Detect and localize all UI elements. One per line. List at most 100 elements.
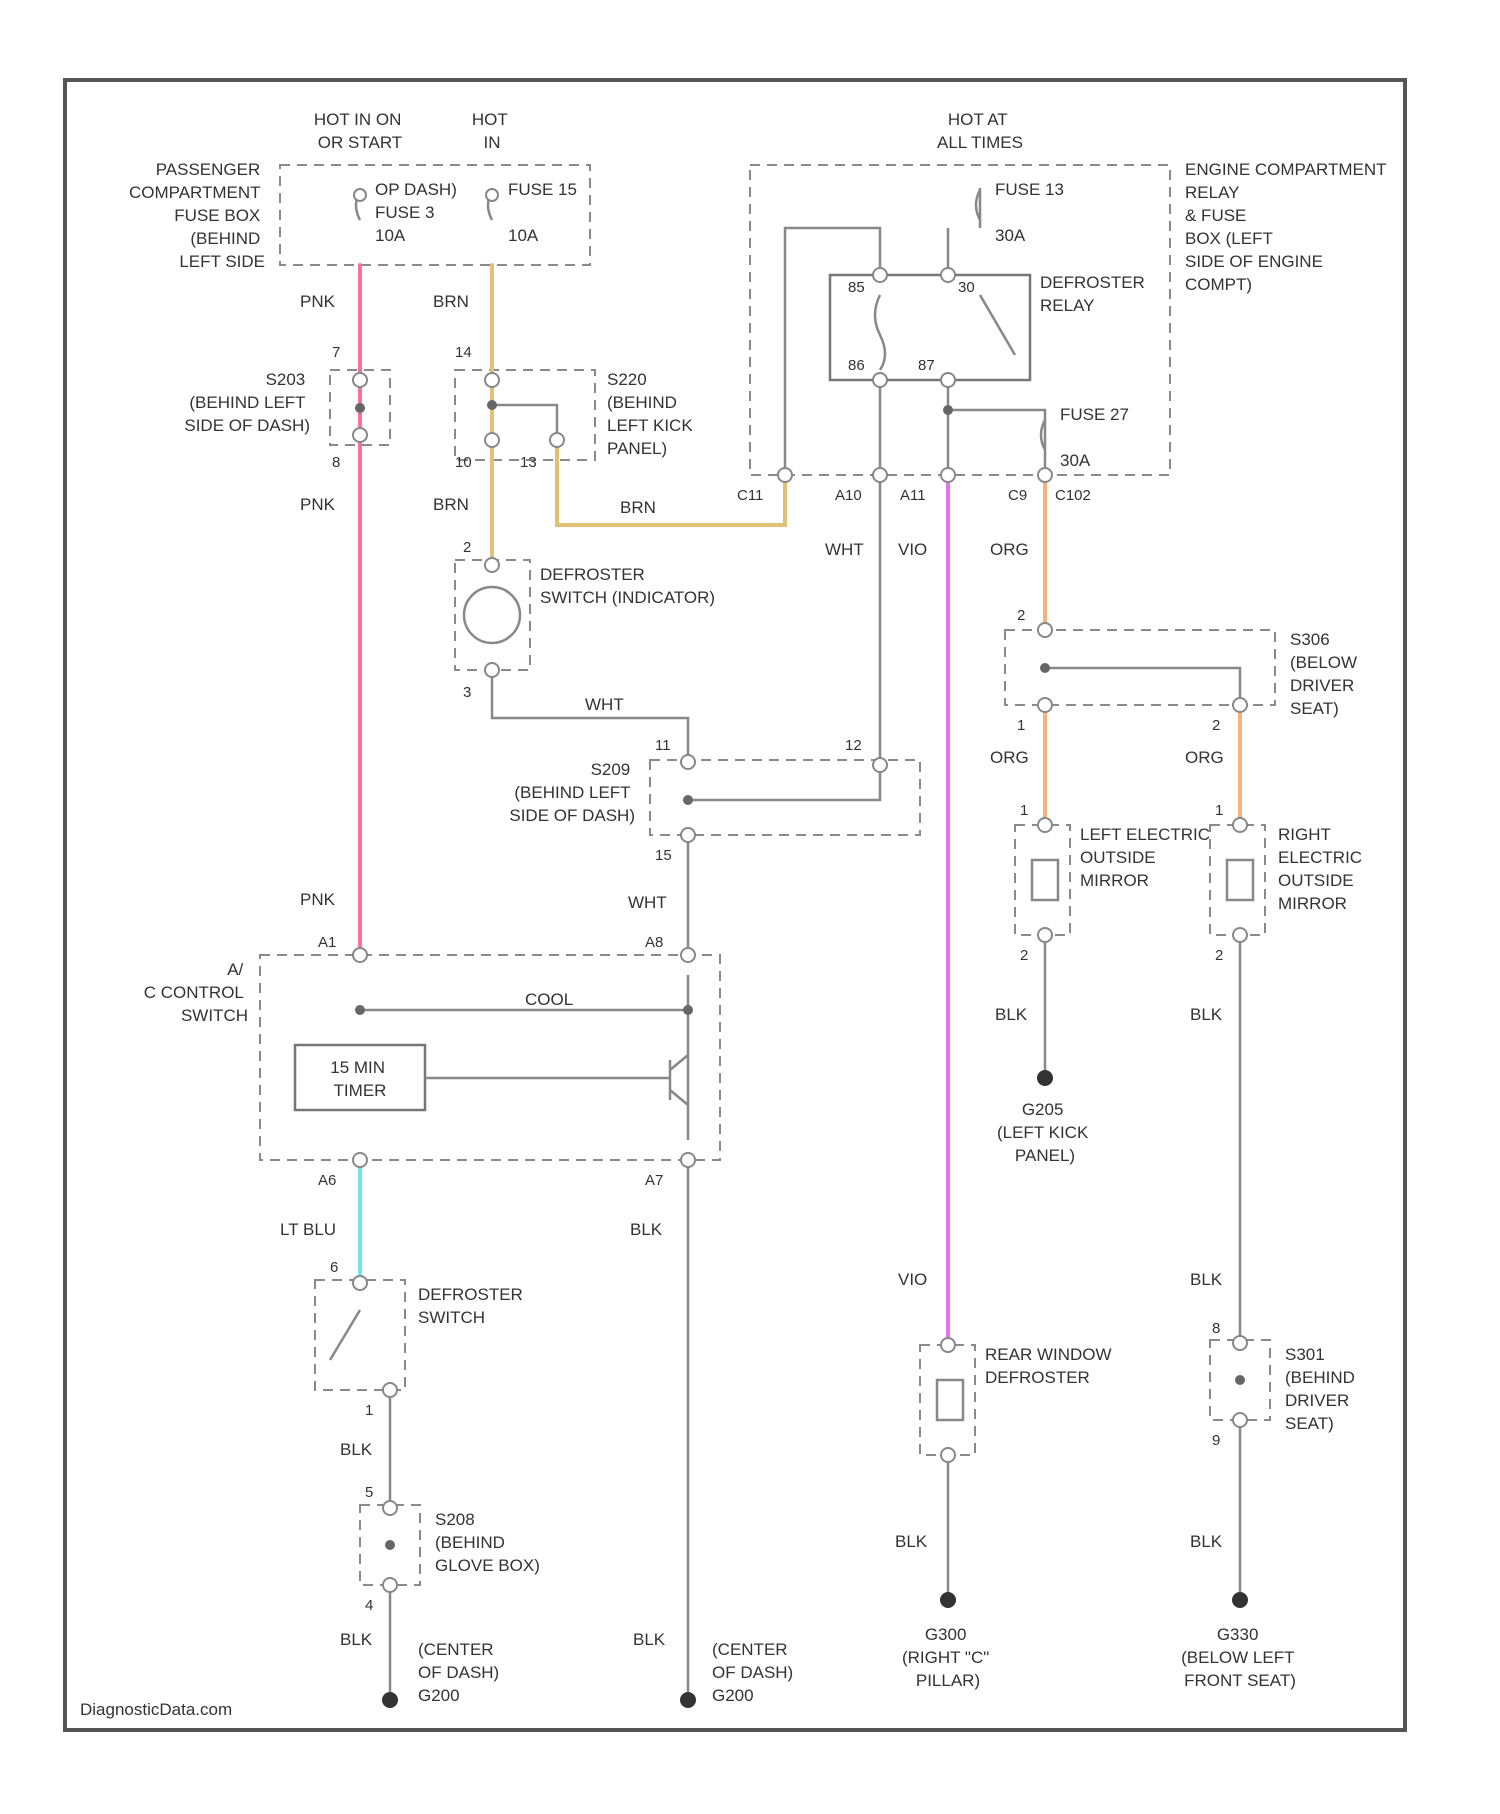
pin-1-defroster-switch: 1 bbox=[365, 1402, 373, 1419]
timer-transistor bbox=[670, 1055, 688, 1105]
wire-label-blk-5: BLK bbox=[340, 1440, 373, 1459]
engine-fuse-box bbox=[750, 165, 1170, 475]
ground-g330 bbox=[1232, 1592, 1248, 1608]
pin-2-right-mirror: 2 bbox=[1215, 947, 1223, 964]
right-mirror-element bbox=[1227, 860, 1253, 900]
hot-all-times-label: HOT AT ALL TIMES bbox=[937, 110, 1023, 152]
s306-label: S306 (BELOW DRIVER SEAT) bbox=[1290, 630, 1362, 718]
pin-13: 13 bbox=[520, 454, 537, 471]
pin-c11: C11 bbox=[737, 487, 763, 504]
pin-14: 14 bbox=[455, 344, 472, 361]
left-mirror-label: LEFT ELECTRIC OUTSIDE MIRROR bbox=[1080, 825, 1215, 890]
s306-internal bbox=[1045, 668, 1240, 705]
pin-1-s306: 1 bbox=[1017, 717, 1025, 734]
wire-label-blk-4: BLK bbox=[1190, 1270, 1223, 1289]
rear-defroster-box bbox=[920, 1345, 975, 1455]
pin-2-indicator: 2 bbox=[463, 539, 471, 556]
pin-12: 12 bbox=[845, 737, 862, 754]
wire-label-vio-2: VIO bbox=[898, 1270, 927, 1289]
engine-compartment-label: ENGINE COMPARTMENT RELAY & FUSE BOX (LEF… bbox=[1185, 160, 1391, 294]
pin-6: 6 bbox=[330, 1259, 338, 1276]
wire-label-org-1: ORG bbox=[990, 540, 1029, 559]
rear-defroster-label: REAR WINDOW DEFROSTER bbox=[985, 1345, 1116, 1387]
timer-box bbox=[295, 1045, 425, 1110]
indicator-lamp bbox=[464, 587, 520, 643]
hot-run-start-label: HOT IN ON OR START bbox=[314, 110, 406, 152]
diagram-frame bbox=[65, 80, 1405, 1730]
wire-label-blk-9: BLK bbox=[633, 1630, 666, 1649]
left-mirror-box bbox=[1015, 825, 1070, 935]
ac-switch-internal bbox=[360, 975, 688, 1140]
wire-label-wht-3: WHT bbox=[628, 893, 667, 912]
splice-dots bbox=[355, 400, 1245, 1550]
pin-a7: A7 bbox=[645, 1172, 663, 1189]
pin-5: 5 bbox=[365, 1484, 373, 1501]
wire-label-wht-1: WHT bbox=[825, 540, 864, 559]
watermark: DiagnosticData.com bbox=[80, 1700, 232, 1719]
pin-a6: A6 bbox=[318, 1172, 336, 1189]
hot-in-label: HOT IN bbox=[472, 110, 512, 152]
s301-label: S301 (BEHIND DRIVER SEAT) bbox=[1285, 1345, 1360, 1433]
left-mirror-element bbox=[1032, 860, 1058, 900]
pin-a11: A11 bbox=[900, 487, 926, 504]
ground-g300 bbox=[940, 1592, 956, 1608]
wire-label-blk-8: BLK bbox=[340, 1630, 373, 1649]
rear-defroster-element bbox=[937, 1380, 963, 1420]
wire-label-wht-2: WHT bbox=[585, 695, 624, 714]
defroster-relay-label: DEFROSTER RELAY bbox=[1040, 273, 1150, 315]
g-center-2-label: (CENTER OF DASH) G200 bbox=[712, 1640, 798, 1705]
wire-wht bbox=[492, 475, 880, 955]
right-mirror-box bbox=[1210, 825, 1265, 935]
fuse-27-label: FUSE 27 30A bbox=[1060, 405, 1134, 470]
pin-a10: A10 bbox=[835, 487, 862, 504]
g330-label: G330 (BELOW LEFT FRONT SEAT) bbox=[1181, 1625, 1299, 1690]
ground-center-2 bbox=[680, 1692, 696, 1708]
connector-points bbox=[353, 189, 1247, 1592]
ground-center-1 bbox=[382, 1692, 398, 1708]
pin-87: 87 bbox=[918, 357, 935, 374]
s209-internal bbox=[688, 765, 880, 800]
pin-15: 15 bbox=[655, 847, 672, 864]
defroster-switch-indicator-label: DEFROSTER SWITCH (INDICATOR) bbox=[540, 565, 715, 607]
relay-coil bbox=[875, 295, 885, 370]
pin-7: 7 bbox=[332, 344, 340, 361]
pin-86: 86 bbox=[848, 357, 865, 374]
wire-label-pnk-1: PNK bbox=[300, 292, 336, 311]
wire-label-brn-2: BRN bbox=[433, 495, 469, 514]
pin-4: 4 bbox=[365, 1597, 373, 1614]
wire-label-brn-1: BRN bbox=[433, 292, 469, 311]
pin-2-left-mirror: 2 bbox=[1020, 947, 1028, 964]
pin-c102: C102 bbox=[1055, 487, 1091, 504]
s208-label: S208 (BEHIND GLOVE BOX) bbox=[435, 1510, 540, 1575]
ac-control-switch-box bbox=[260, 955, 720, 1160]
passenger-fuse-box-label: PASSENGER COMPARTMENT FUSE BOX (BEHIND L… bbox=[129, 160, 265, 271]
g300-label: G300 (RIGHT "C" PILLAR) bbox=[902, 1625, 994, 1690]
wire-label-blk-2: BLK bbox=[1190, 1005, 1223, 1024]
wire-label-org-2: ORG bbox=[990, 748, 1029, 767]
pin-2-s306: 2 bbox=[1017, 607, 1025, 624]
wire-label-org-3: ORG bbox=[1185, 748, 1224, 767]
defroster-switch-contact bbox=[330, 1310, 360, 1360]
pin-2-s306b: 2 bbox=[1212, 717, 1220, 734]
pin-10: 10 bbox=[455, 454, 472, 471]
g205-label: G205 (LEFT KICK PANEL) bbox=[997, 1100, 1093, 1165]
pin-1-left-mirror: 1 bbox=[1020, 802, 1028, 819]
pin-11: 11 bbox=[655, 737, 671, 754]
pin-a8: A8 bbox=[645, 934, 663, 951]
pin-8: 8 bbox=[332, 454, 340, 471]
wire-org bbox=[1045, 475, 1240, 825]
wire-label-blk-7: BLK bbox=[1190, 1532, 1223, 1551]
pin-3-indicator: 3 bbox=[463, 684, 471, 701]
defroster-switch-box bbox=[315, 1280, 405, 1390]
s220-label: S220 (BEHIND LEFT KICK PANEL) bbox=[607, 370, 697, 458]
wire-label-vio-1: VIO bbox=[898, 540, 927, 559]
pin-85: 85 bbox=[848, 279, 865, 296]
cool-label: COOL bbox=[525, 990, 573, 1009]
pin-c9: C9 bbox=[1008, 487, 1027, 504]
wire-blk bbox=[390, 935, 1240, 1700]
wire-label-brn-3: BRN bbox=[620, 498, 656, 517]
fuse-left-label: OP DASH) FUSE 3 10A bbox=[375, 180, 462, 245]
s209-label: S209 (BEHIND LEFT SIDE OF DASH) bbox=[509, 760, 635, 825]
wire-label-blk-1: BLK bbox=[995, 1005, 1028, 1024]
